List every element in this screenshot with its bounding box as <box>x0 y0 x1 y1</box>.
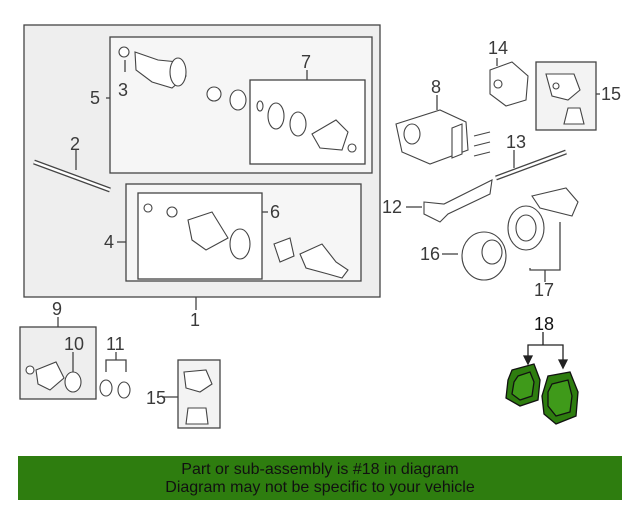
callout-2: 2 <box>70 134 80 154</box>
callout-8: 8 <box>431 77 441 97</box>
banner-line-2: Diagram may not be specific to your vehi… <box>165 479 475 496</box>
info-banner: Part or sub-assembly is #18 in diagram D… <box>18 456 622 500</box>
callout-11: 11 <box>106 334 125 354</box>
callout-10: 10 <box>64 334 84 354</box>
banner-line-1: Part or sub-assembly is #18 in diagram <box>181 461 459 478</box>
callout-15-bottom: 15 <box>146 388 166 408</box>
callout-17: 17 <box>534 280 554 300</box>
assembly-box-9 <box>19 326 97 400</box>
callout-4: 4 <box>104 232 114 252</box>
callout-16: 16 <box>420 244 440 264</box>
callout-14: 14 <box>488 38 508 58</box>
callout-3: 3 <box>118 80 128 100</box>
callout-13: 13 <box>506 132 526 152</box>
callout-12: 12 <box>382 197 402 217</box>
callout-18: 18 <box>534 314 554 334</box>
callout-7: 7 <box>301 52 311 72</box>
callout-15-top: 15 <box>601 84 621 104</box>
callout-6: 6 <box>270 202 280 222</box>
assembly-box-7 <box>249 79 366 165</box>
callout-9: 9 <box>52 299 62 319</box>
callout-1: 1 <box>190 310 200 330</box>
callout-5: 5 <box>90 88 100 108</box>
